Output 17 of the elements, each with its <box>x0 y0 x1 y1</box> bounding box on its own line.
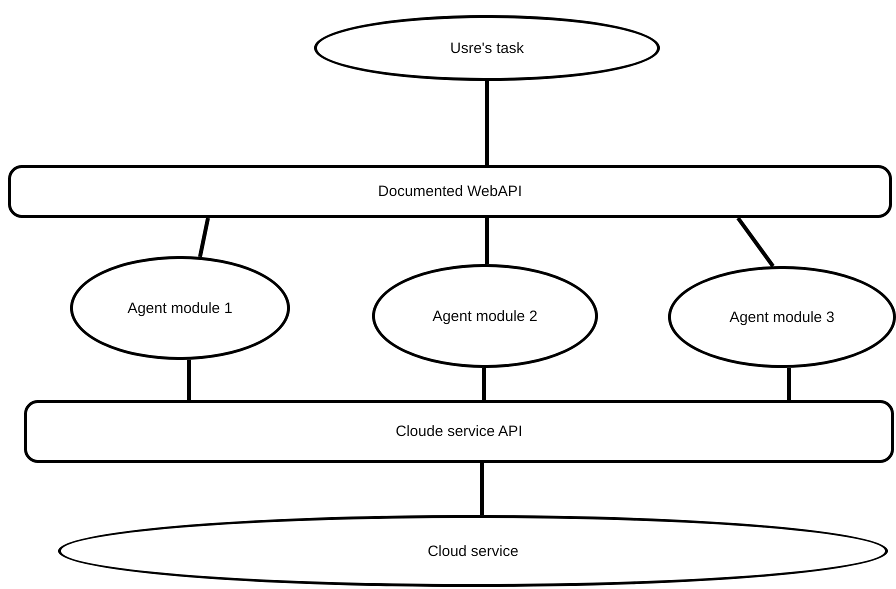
node-label: Documented WebAPI <box>378 183 522 200</box>
rounded-box <box>8 165 892 218</box>
connector-line <box>482 368 486 400</box>
connector-line <box>198 218 210 258</box>
connector-line <box>736 216 775 268</box>
connector-line <box>485 218 489 264</box>
node-label: Usre's task <box>450 40 524 56</box>
node-label: Cloude service API <box>396 423 522 440</box>
node-label: Agent module 2 <box>432 308 538 324</box>
node-label: Agent module 3 <box>729 308 835 326</box>
rounded-box <box>24 400 894 463</box>
node-label: Agent module 1 <box>127 300 233 316</box>
connector-line <box>787 368 791 400</box>
connector-line <box>480 463 484 515</box>
connector-line <box>187 360 191 400</box>
connector-line <box>485 81 489 165</box>
node-label: Cloud service <box>428 542 518 560</box>
